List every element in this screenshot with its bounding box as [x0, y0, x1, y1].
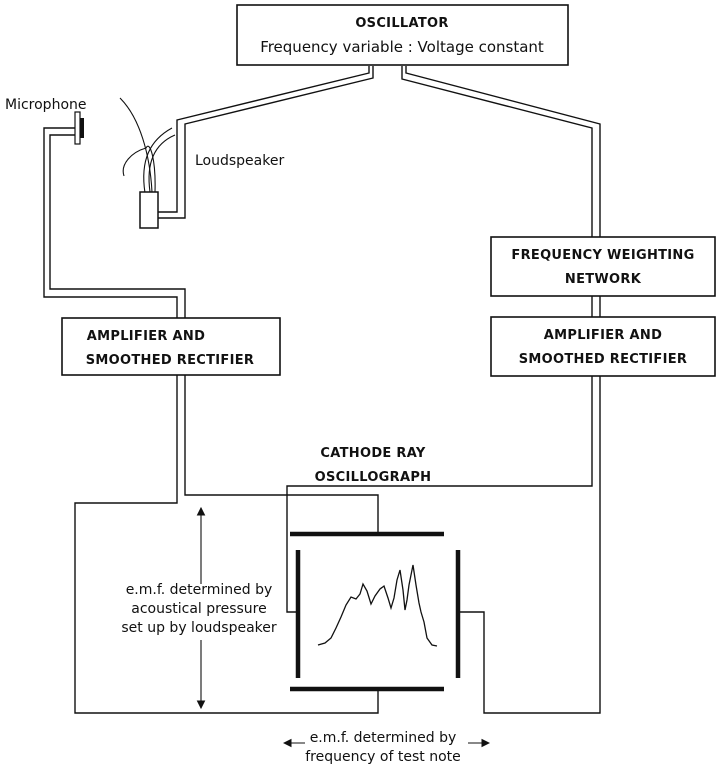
right-amplifier-line2: SMOOTHED RECTIFIER: [519, 352, 688, 367]
oscillograph-line2: OSCILLOGRAPH: [315, 470, 432, 485]
right-amplifier-output-wires: [286, 376, 601, 714]
oscillograph-line1: CATHODE RAY: [320, 446, 425, 461]
right-amplifier-line1: AMPLIFIER AND: [544, 328, 662, 343]
horizontal-emf-note-line1: e.m.f. determined by: [310, 730, 457, 746]
vertical-emf-note-line1: e.m.f. determined by: [126, 582, 273, 598]
microphone-label: Microphone: [5, 97, 87, 113]
oscillograph-plates: [290, 531, 461, 692]
vertical-emf-note-line2: acoustical pressure: [131, 601, 266, 617]
oscillator-title: OSCILLATOR: [355, 16, 448, 31]
horizontal-emf-note-line2: frequency of test note: [305, 749, 461, 765]
loudspeaker-label: Loudspeaker: [195, 153, 284, 169]
oscillator-box: OSCILLATOR Frequency variable : Voltage …: [236, 4, 569, 66]
frequency-weighting-network-box: FREQUENCY WEIGHTING NETWORK: [490, 236, 716, 297]
weighting-line2: NETWORK: [565, 272, 642, 287]
microphone-wires: [43, 127, 186, 318]
microphone-icon: [74, 111, 84, 145]
oscillograph-trace: [317, 564, 438, 647]
left-amplifier-line1: AMPLIFIER AND: [87, 329, 205, 344]
right-amplifier-box: AMPLIFIER AND SMOOTHED RECTIFIER: [490, 316, 716, 377]
loudspeaker-icon: [119, 97, 176, 229]
left-amplifier-output-wires: [74, 375, 379, 714]
weighting-line1: FREQUENCY WEIGHTING: [511, 248, 694, 263]
left-amplifier-box: AMPLIFIER AND SMOOTHED RECTIFIER: [61, 317, 281, 376]
left-amplifier-line2: SMOOTHED RECTIFIER: [86, 353, 255, 368]
oscillator-subtitle: Frequency variable : Voltage constant: [260, 38, 544, 56]
oscillator-wires: [157, 66, 601, 237]
vertical-emf-note-line3: set up by loudspeaker: [121, 620, 276, 636]
weighting-to-amplifier-wires: [591, 296, 601, 317]
